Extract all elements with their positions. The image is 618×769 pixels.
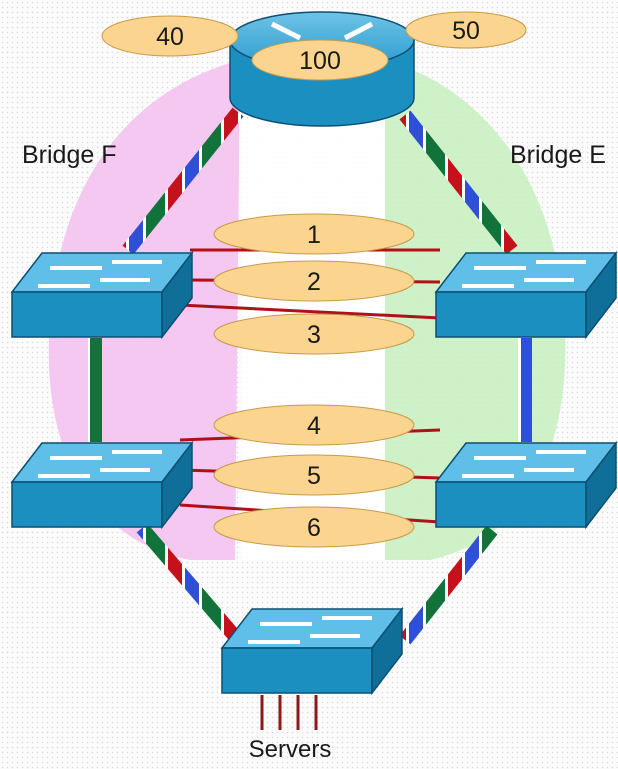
- trunk-link-router-left-switch: [122, 107, 244, 255]
- vlan-oval-100: [251, 39, 389, 81]
- vlan-ovals: [101, 11, 527, 81]
- switch-left-lower: [10, 440, 194, 530]
- channel-link: [179, 303, 441, 320]
- servers-label: Servers: [249, 736, 332, 763]
- channel-label-4: 4: [307, 412, 321, 440]
- switch-arrows-icon: [38, 450, 162, 478]
- switch-arrows-icon: [462, 260, 586, 288]
- trunk-links: [88, 107, 532, 645]
- bridge-e-label: Bridge E: [510, 141, 606, 169]
- vlan-label-40: 40: [156, 23, 184, 51]
- vlan-oval-50: [405, 11, 527, 49]
- channel-oval-2: [213, 260, 415, 302]
- trunk-link-router-right-switch: [399, 110, 518, 255]
- channel-label-2: 2: [307, 268, 321, 296]
- channel-oval-4: [213, 404, 415, 446]
- channel-label-1: 1: [307, 221, 321, 249]
- vlan-label-50: 50: [452, 17, 480, 45]
- switch-arrows-icon: [462, 450, 586, 478]
- channel-oval-6: [213, 506, 415, 548]
- vlan-label-100: 100: [299, 47, 341, 75]
- channel-ovals: [213, 213, 415, 548]
- trunk-link-left-to-bottom: [136, 523, 244, 645]
- server-cables: [260, 695, 318, 730]
- switch-arrows-icon: [248, 616, 372, 644]
- router-arrows-icon: [270, 21, 374, 59]
- switch-bottom: [220, 606, 404, 696]
- channel-label-3: 3: [307, 321, 321, 349]
- channel-oval-3: [213, 313, 415, 355]
- channel-oval-5: [213, 454, 415, 496]
- bridge-f-label: Bridge F: [22, 141, 116, 169]
- switch-right-upper: [434, 250, 618, 340]
- switch-arrows-icon: [38, 260, 162, 288]
- channel-oval-1: [213, 213, 415, 255]
- channel-label-6: 6: [307, 514, 321, 542]
- trunk-link-right-to-bottom: [399, 525, 498, 645]
- switch-right-lower: [434, 440, 618, 530]
- channel-label-5: 5: [307, 462, 321, 490]
- switch-left-upper: [10, 250, 194, 340]
- vlan-oval-40: [101, 15, 239, 57]
